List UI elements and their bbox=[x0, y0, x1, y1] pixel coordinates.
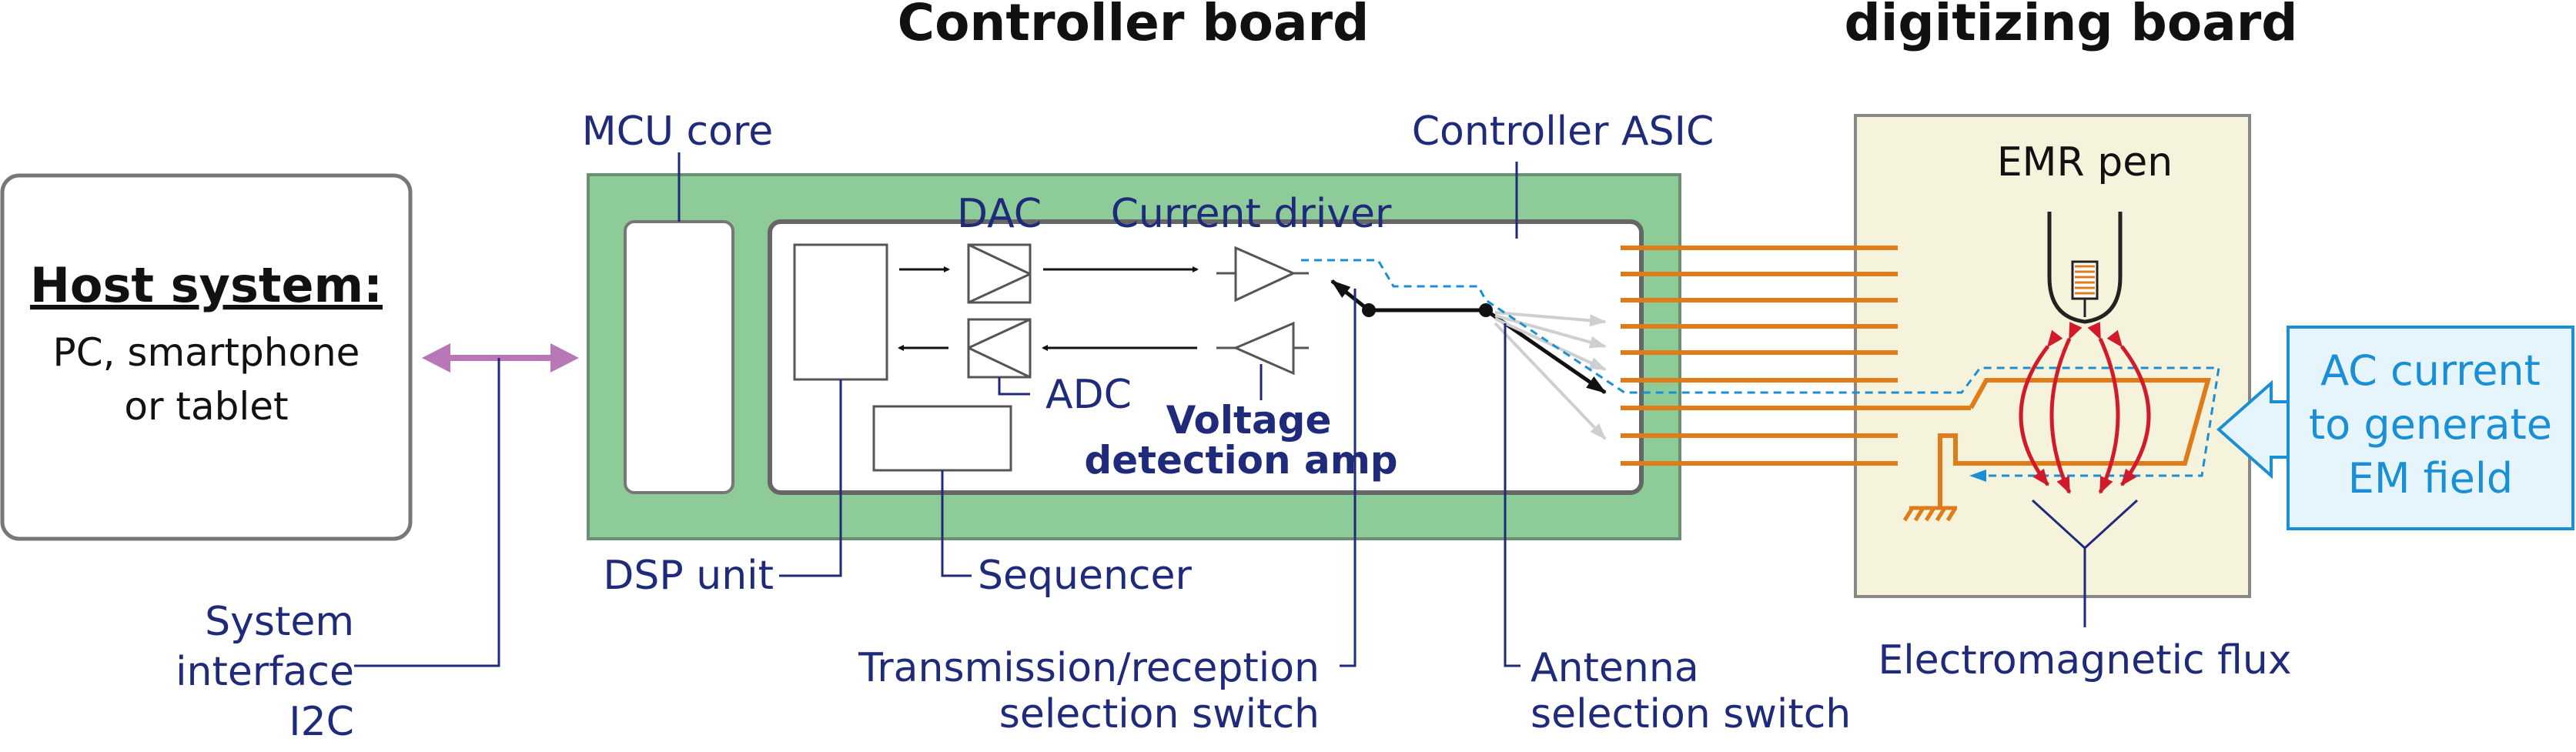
system-interface-label-3: I2C bbox=[289, 699, 354, 745]
dac-block bbox=[967, 243, 1032, 304]
mcu-core-label: MCU core bbox=[582, 109, 773, 155]
system-interface-arrow bbox=[354, 343, 579, 667]
digitizing-board-title: digitizing board bbox=[1844, 0, 2297, 52]
system-interface-label-1: System bbox=[205, 599, 354, 645]
digitizing-board bbox=[1854, 114, 2251, 598]
adc-label: ADC bbox=[1045, 372, 1132, 418]
antenna-lines bbox=[1621, 246, 1971, 466]
controller-asic-label: Controller ASIC bbox=[1412, 109, 1715, 155]
antenna-switch-label-1: Antenna bbox=[1531, 645, 1699, 691]
host-system-heading: Host system: bbox=[30, 257, 383, 313]
antenna-switch-label-2: selection switch bbox=[1531, 691, 1851, 737]
emr-pen-icon bbox=[2047, 212, 2123, 324]
em-flux-arcs bbox=[2019, 322, 2151, 494]
host-system-box: Host system: PC, smartphone or tablet bbox=[0, 173, 413, 541]
host-system-line2: or tablet bbox=[124, 384, 288, 429]
dsp-unit-label: DSP unit bbox=[603, 553, 774, 599]
mcu-core-block bbox=[624, 220, 734, 494]
ac-current-path bbox=[1301, 259, 2220, 482]
current-driver-amp bbox=[1216, 246, 1309, 302]
adc-block bbox=[967, 318, 1032, 379]
switch-alt-positions bbox=[1494, 311, 1607, 440]
sequencer-block bbox=[872, 405, 1012, 472]
voltage-amp-label-1: Voltage bbox=[1166, 398, 1332, 443]
em-flux-label: Electromagnetic flux bbox=[1878, 637, 2291, 683]
tx-rx-selection-switch bbox=[1330, 279, 1486, 317]
current-driver-label: Current driver bbox=[1111, 191, 1392, 237]
sequencer-label: Sequencer bbox=[978, 553, 1192, 599]
em-flux-leader bbox=[2031, 499, 2139, 627]
voltage-amp-label-2: detection amp bbox=[1084, 438, 1397, 483]
ac-current-line2: to generate bbox=[2309, 400, 2552, 449]
voltage-detection-amp bbox=[1216, 321, 1309, 376]
emr-pen-label: EMR pen bbox=[1997, 139, 2173, 185]
ground-icon bbox=[1902, 506, 1958, 522]
tx-rx-switch-label-1: Transmission/reception bbox=[858, 645, 1320, 691]
ac-current-line1: AC current bbox=[2320, 346, 2541, 395]
tx-rx-switch-label-2: selection switch bbox=[999, 691, 1320, 737]
ac-current-callout: AC current to generate EM field bbox=[2216, 326, 2574, 530]
ac-current-line3: EM field bbox=[2348, 454, 2513, 503]
controller-board-title: Controller board bbox=[898, 0, 1370, 52]
dsp-unit-block bbox=[793, 243, 888, 381]
host-system-line1: PC, smartphone bbox=[53, 330, 360, 375]
dac-label: DAC bbox=[957, 191, 1042, 237]
system-interface-label-2: interface bbox=[176, 649, 354, 695]
